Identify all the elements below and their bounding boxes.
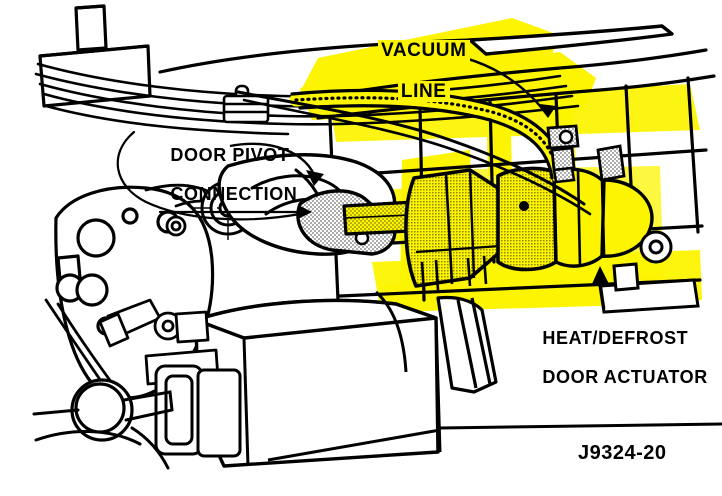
leader-door-pivot-arrowhead [298, 205, 312, 219]
lower-pivot-ball [70, 378, 134, 442]
leader-door-pivot-arrowhead-2 [306, 170, 324, 186]
right-mount-grommet [639, 230, 673, 264]
leader-actuator-arrowhead [592, 266, 609, 284]
figure-reference-code: J9324-20 [578, 442, 667, 464]
reservoir-box [38, 4, 152, 108]
vacuum-line-connector [546, 124, 580, 184]
actuator-bracket [404, 168, 502, 288]
lower-pivot-arms [32, 390, 174, 470]
leader-vacuum-line-arrowhead [540, 104, 556, 118]
center-brace [436, 295, 498, 394]
bracket-tabs [420, 255, 488, 293]
relay-block [154, 364, 242, 458]
floor-baseline [267, 422, 722, 462]
housing-upper-shell [468, 24, 674, 56]
actuator-port-fitting [596, 144, 626, 182]
pivot-hub-small [165, 215, 187, 237]
leader-door-pivot [116, 130, 308, 221]
